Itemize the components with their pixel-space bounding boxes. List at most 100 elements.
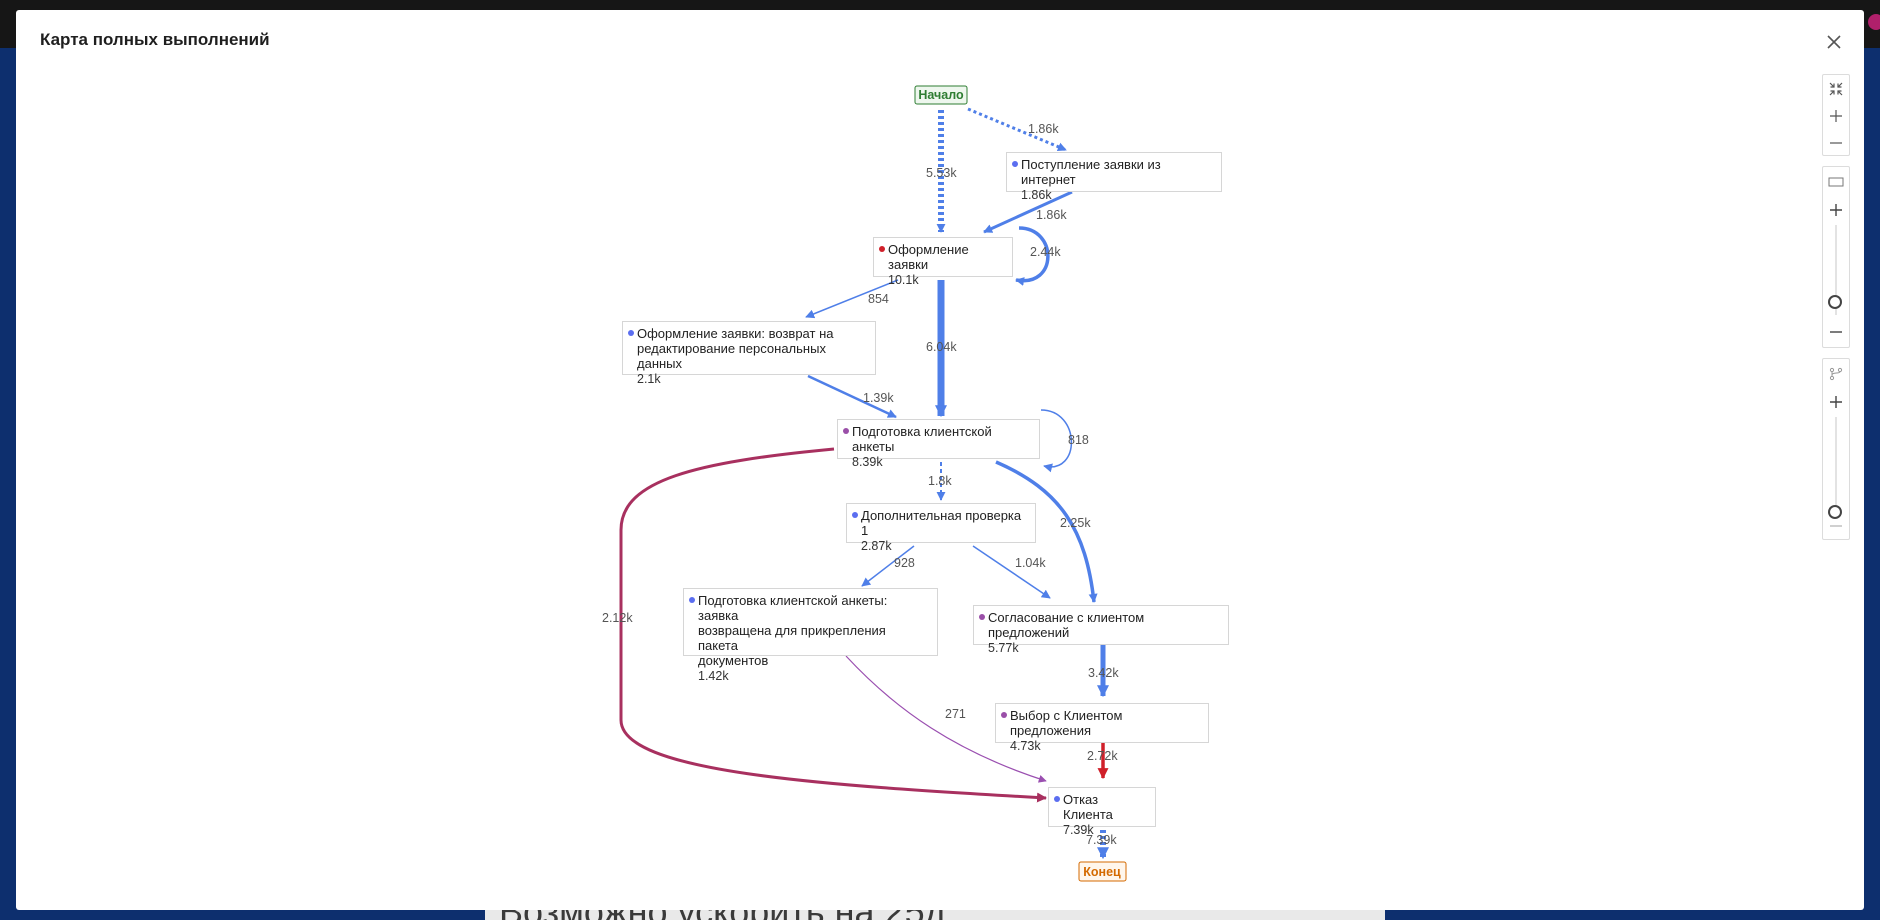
edge-label: 928 [894,556,915,570]
node-count: 7.39k [1063,823,1094,837]
path-filter-button[interactable] [1823,361,1849,387]
node-count: 2.1k [637,372,661,386]
edge-label: 1.8k [928,474,952,488]
node-label: Дополнительная проверка 1 [861,508,1022,538]
node-label: Подготовка клиентской анкеты [852,424,992,454]
node-status-dot [1012,161,1018,167]
node-label-line3: документов [698,653,769,668]
edge-preparation-loop[interactable] [1040,409,1073,473]
node-filter-icon [1828,177,1844,187]
path-filter-slider-handle[interactable] [1828,505,1842,519]
edge-label: 271 [945,707,966,721]
edge-label: 7.39k [1086,833,1117,847]
node-status-dot [852,512,858,518]
node-label-line2: возвращена для прикрепления пакета [698,623,886,653]
edge-label: 1.04k [1015,556,1046,570]
process-map-dialog: Карта полных выполнений [16,10,1864,910]
edge-label: 818 [1068,433,1089,447]
edge-label: 1.39k [863,391,894,405]
node-label: Поступление заявки из интернет [1021,157,1161,187]
close-icon [1827,35,1841,49]
node-status-dot [879,246,885,252]
edge-return-to-preparation[interactable] [807,374,897,419]
path-filter-icon [1829,367,1843,381]
edge-check-to-agreement[interactable] [972,545,1051,599]
node-count: 8.39k [852,455,883,469]
zoom-out-button[interactable] [1823,130,1849,156]
minus-icon [1830,525,1842,527]
zoom-in-icon [1830,110,1842,122]
node-status-dot [689,597,695,603]
close-button[interactable] [1822,30,1846,54]
node-filter-controls [1822,166,1850,348]
node-preparation[interactable]: Подготовка клиентской анкеты 8.39k [837,419,1040,469]
node-count: 1.86k [1021,188,1052,202]
dialog-title: Карта полных выполнений [40,30,270,49]
edge-docs-to-refusal[interactable] [845,655,1047,783]
node-label-line2: редактирование персональных данных [637,341,826,371]
user-avatar[interactable] [1868,14,1880,30]
zoom-in-button[interactable] [1823,103,1849,129]
edge-label: 2.44k [1030,245,1061,259]
edge-internet-to-registration[interactable] [983,190,1073,234]
edge-label: 854 [868,292,889,306]
path-filter-track[interactable] [1835,417,1837,507]
zoom-controls [1822,74,1850,156]
node-filter-slider-handle[interactable] [1828,295,1842,309]
node-filter-decrease-button[interactable] [1823,319,1849,345]
node-count: 10.1k [888,273,919,287]
edge-check-to-docs[interactable] [861,545,915,587]
end-node[interactable]: Конец [1078,861,1127,882]
edge-label: 6.04k [926,340,957,354]
path-filter-controls [1822,358,1850,540]
node-docs-returned[interactable]: Подготовка клиентской анкеты: заявка воз… [683,588,938,683]
node-count: 1.42k [698,669,729,683]
node-label: Согласование с клиентом предложений [988,610,1145,640]
path-filter-decrease-button[interactable] [1823,513,1849,539]
edge-registration-loop[interactable] [1015,226,1050,286]
node-status-dot [1054,796,1060,802]
edge-preparation-to-agreement[interactable] [995,460,1098,603]
plus-icon [1830,204,1842,216]
edge-label: 5.53k [926,166,957,180]
node-label: Оформление заявки [888,242,969,272]
node-agreement[interactable]: Согласование с клиентом предложений 5.77… [973,605,1229,655]
edge-registration-to-return[interactable] [805,279,899,319]
node-label: Выбор с Клиентом предложения [1010,708,1123,738]
zoom-out-icon [1830,142,1842,144]
start-node-label: Начало [918,88,964,102]
edge-label: 1.86k [1028,122,1059,136]
edge-preparation-to-refusal[interactable] [619,447,1047,803]
process-graph: 5.53k 1.86k 1.86k 2.44k 854 6.04k 1.39k … [602,85,1127,882]
node-filter-button[interactable] [1823,169,1849,195]
node-filter-increase-button[interactable] [1823,197,1849,223]
node-internet-request[interactable]: Поступление заявки из интернет 1.86k [1006,152,1222,202]
node-filter-track[interactable] [1835,225,1837,315]
node-status-dot [1001,712,1007,718]
edge-label: 2.25k [1060,516,1091,530]
node-additional-check[interactable]: Дополнительная проверка 1 2.87k [846,503,1036,553]
node-count: 2.87k [861,539,892,553]
node-count: 4.73k [1010,739,1041,753]
edge-label: 1.86k [1036,208,1067,222]
node-label: Подготовка клиентской анкеты: заявка [698,593,888,623]
node-status-dot [843,428,849,434]
node-count: 5.77k [988,641,1019,655]
edge-label: 2.12k [602,611,633,625]
start-node[interactable]: Начало [914,85,968,105]
edge-label: 2.72k [1087,749,1118,763]
node-client-refusal[interactable]: Отказ Клиента 7.39k [1048,787,1156,837]
plus-icon [1830,396,1842,408]
node-client-choice[interactable]: Выбор с Клиентом предложения 4.73k [995,703,1209,753]
minus-icon [1830,331,1842,333]
node-registration[interactable]: Оформление заявки 10.1k [873,237,1013,287]
end-node-label: Конец [1083,865,1121,879]
path-filter-increase-button[interactable] [1823,389,1849,415]
fit-screen-button[interactable] [1823,76,1849,102]
node-label: Отказ Клиента [1063,792,1113,822]
node-return-editing[interactable]: Оформление заявки: возврат на редактиров… [622,321,876,386]
edge-label: 3.42k [1088,666,1119,680]
node-status-dot [628,330,634,336]
node-label: Оформление заявки: возврат на [637,326,834,341]
fit-screen-icon [1829,82,1843,96]
